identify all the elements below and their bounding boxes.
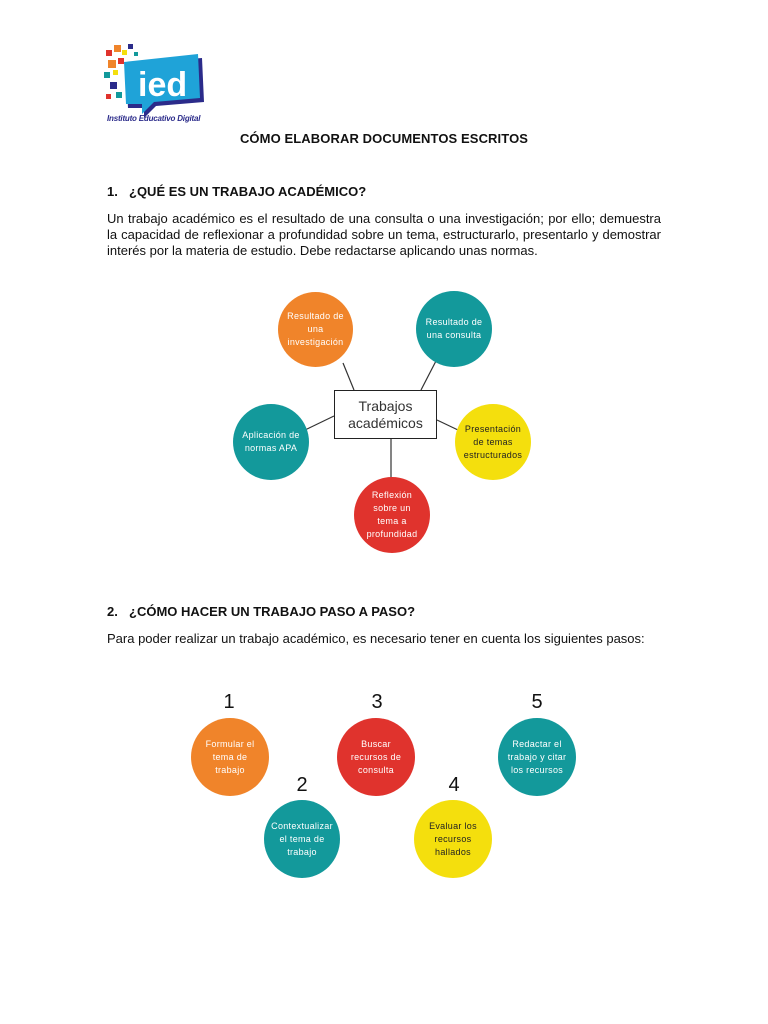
step-2-number: 2 (296, 774, 308, 796)
section-1-number: 1. (107, 184, 118, 199)
step-5-number: 5 (531, 691, 543, 713)
step-3-bubble: Buscar recursos de consulta (337, 718, 415, 796)
node-resultado-investigacion: Resultado de una investigación (278, 292, 353, 367)
node-aplicacion-normas-apa: Aplicación de normas APA (233, 404, 309, 480)
step-1-number: 1 (223, 691, 235, 713)
node-presentacion-temas: Presentación de temas estructurados (455, 404, 531, 480)
step-4-number: 4 (448, 774, 460, 796)
node-reflexion-tema: Reflexión sobre un tema a profundidad (354, 477, 430, 553)
section-2-paragraph: Para poder realizar un trabajo académico… (107, 631, 645, 646)
step-2-bubble: Contextualizar el tema de trabajo (264, 800, 340, 878)
diagram-center-box: Trabajos académicos (334, 390, 437, 439)
section-1-heading: 1. ¿QUÉ ES UN TRABAJO ACADÉMICO? (107, 184, 366, 199)
section-2-title: ¿CÓMO HACER UN TRABAJO PASO A PASO? (129, 604, 416, 619)
section-1-paragraph: Un trabajo académico es el resultado de … (107, 211, 661, 258)
section-1-title: ¿QUÉ ES UN TRABAJO ACADÉMICO? (129, 184, 367, 199)
step-5-bubble: Redactar el trabajo y citar los recursos (498, 718, 576, 796)
step-1-bubble: Formular el tema de trabajo (191, 718, 269, 796)
ied-logo: ied (104, 44, 204, 118)
node-resultado-consulta: Resultado de una consulta (416, 291, 492, 367)
step-4-bubble: Evaluar los recursos hallados (414, 800, 492, 878)
logo-tagline: Instituto Educativo Digital (107, 114, 201, 123)
section-2-number: 2. (107, 604, 118, 619)
step-3-number: 3 (371, 691, 383, 713)
document-title: CÓMO ELABORAR DOCUMENTOS ESCRITOS (239, 131, 529, 146)
svg-text:ied: ied (138, 66, 187, 104)
section-2-heading: 2. ¿CÓMO HACER UN TRABAJO PASO A PASO? (107, 604, 415, 619)
